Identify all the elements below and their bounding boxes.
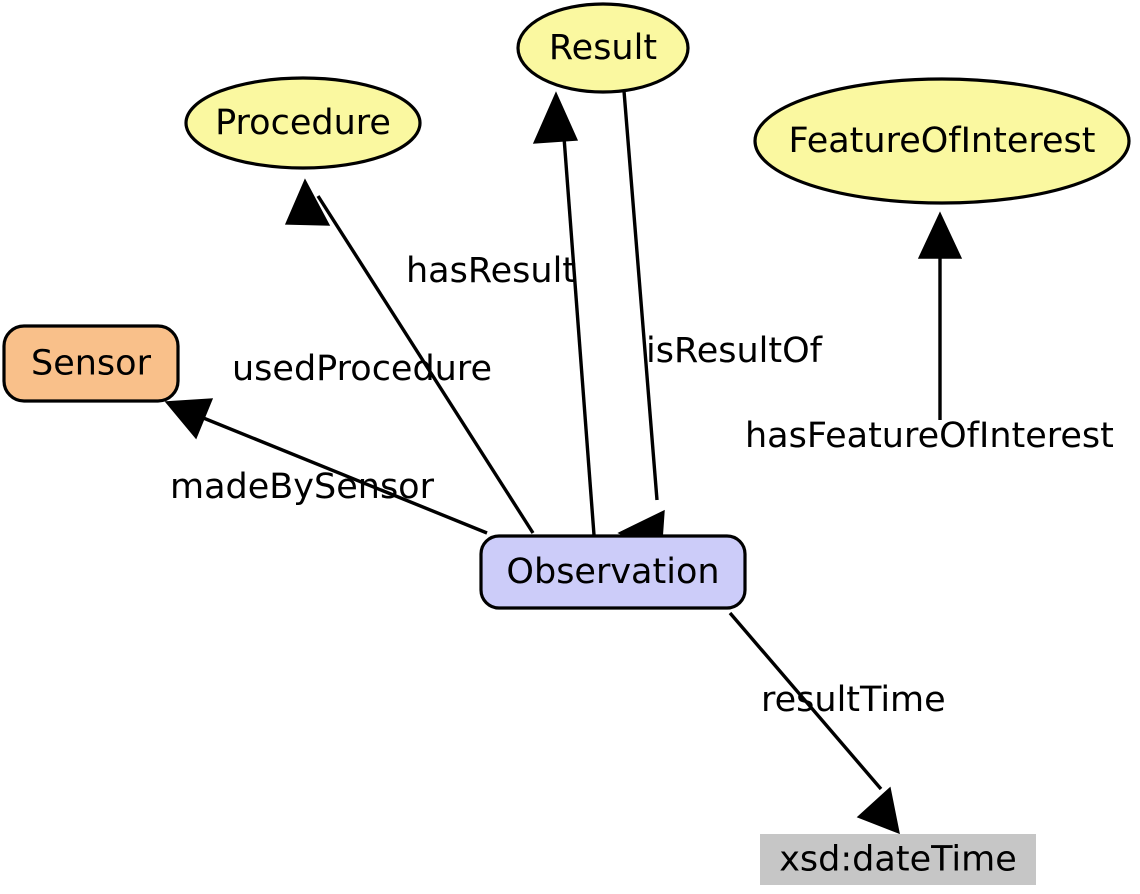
node-xsd-datetime[interactable]: xsd:dateTime <box>760 834 1036 885</box>
edge-label-has-result: hasResult <box>406 251 576 291</box>
edge-label-has-feature-of-interest: hasFeatureOfInterest <box>745 416 1114 456</box>
node-procedure[interactable]: Procedure <box>184 76 422 170</box>
edge-result-time <box>728 611 900 835</box>
arrowhead-result-time-icon <box>856 786 900 835</box>
edge-labels-layer: usedProcedure hasResult isResultOf hasFeatu… <box>170 251 1114 720</box>
arrowhead-used-procedure-icon <box>284 178 331 226</box>
arrowhead-has-feature-of-interest-icon <box>917 211 963 259</box>
node-shape-observation <box>479 534 747 610</box>
edge-label-made-by-sensor: madeBySensor <box>170 467 435 507</box>
node-feature-of-interest[interactable]: FeatureOfInterest <box>753 77 1131 205</box>
node-label-xsd-datetime: xsd:dateTime <box>779 840 1017 880</box>
node-label-observation: Observation <box>506 552 719 592</box>
node-shape-sensor <box>2 324 180 403</box>
nodes-layer: Procedure ResultFeatureOfInterestSensorOb… <box>2 2 1131 885</box>
node-shape-xsd-datetime <box>760 834 1036 885</box>
edge-line-made-by-sensor <box>195 413 488 535</box>
edge-has-result <box>532 91 596 536</box>
node-shape-procedure <box>184 76 422 170</box>
edge-line-result-time <box>728 611 883 791</box>
edge-label-result-time: resultTime <box>761 680 946 720</box>
node-label-procedure: Procedure <box>215 103 391 143</box>
node-shape-result <box>516 2 690 94</box>
edge-line-used-procedure <box>316 195 535 534</box>
node-label-feature-of-interest: FeatureOfInterest <box>788 121 1095 161</box>
node-result[interactable]: Result <box>516 2 690 94</box>
edge-made-by-sensor <box>164 398 488 535</box>
arrowhead-has-result-icon <box>532 91 579 144</box>
node-sensor[interactable]: Sensor <box>2 324 180 403</box>
node-observation[interactable]: Observation <box>479 534 747 610</box>
edge-label-used-procedure: usedProcedure <box>232 349 492 389</box>
edge-is-result-of <box>617 90 665 556</box>
edges-layer <box>164 90 963 835</box>
arrowhead-made-by-sensor-icon <box>164 398 214 440</box>
edge-line-is-result-of <box>622 90 659 501</box>
edge-line-has-result <box>561 123 596 536</box>
edge-used-procedure <box>284 178 535 534</box>
node-shape-feature-of-interest <box>753 77 1131 205</box>
edge-label-is-result-of: isResultOf <box>646 331 823 371</box>
node-label-result: Result <box>549 28 657 68</box>
edge-has-feature-of-interest <box>917 211 963 420</box>
node-label-sensor: Sensor <box>31 344 152 384</box>
